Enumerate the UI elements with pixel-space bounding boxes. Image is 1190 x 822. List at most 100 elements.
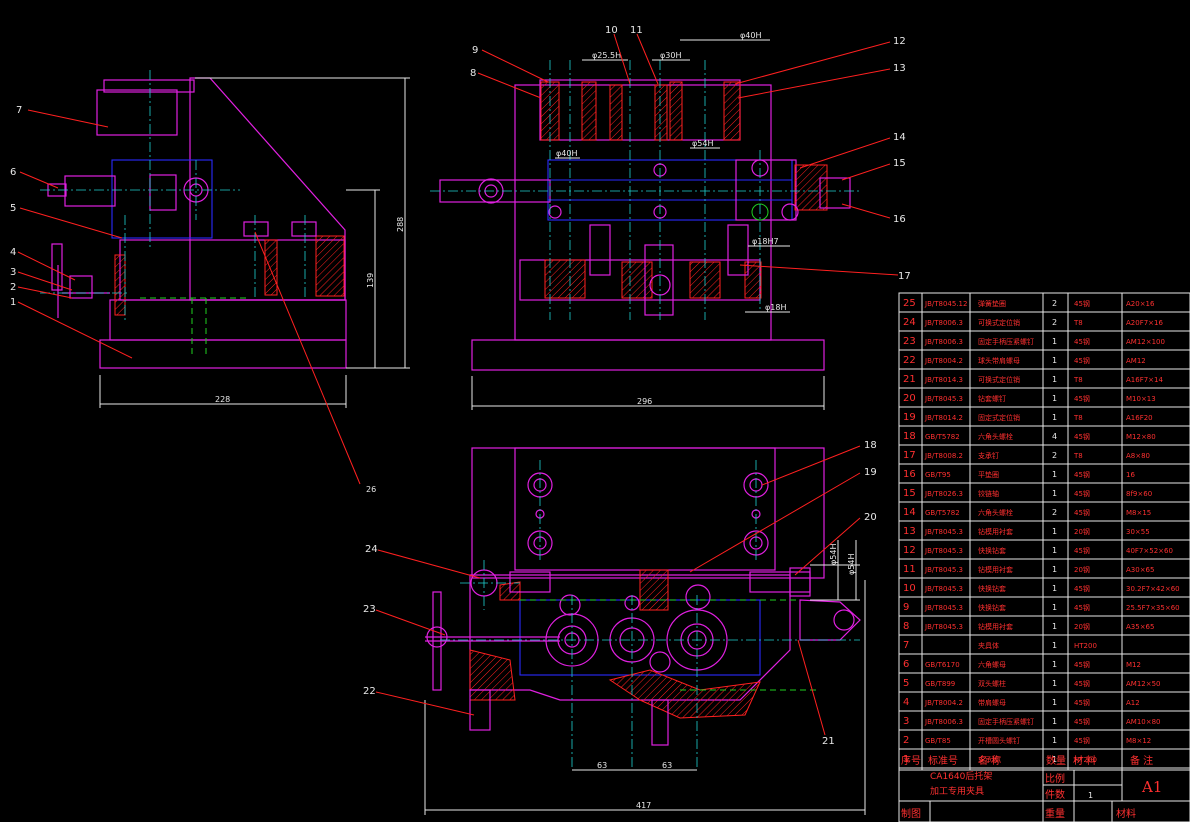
callout-26: 26 [366,485,376,494]
table-cell-qty: 2 [1052,318,1057,327]
table-cell-name: 六角头螺栓 [978,508,1013,517]
title-line-1: CA1640后托架 [930,770,992,782]
top-leaders [477,33,899,276]
table-cell-std: GB/T85 [925,737,951,745]
table-cell-name: 夹具体 [978,641,999,650]
table-cell-note: A16F20 [1126,414,1153,422]
table-cell-qty: 1 [1052,356,1057,365]
callout-7: 7 [16,105,22,116]
table-cell-no: 18 [903,431,916,442]
table-cell-name: 弹簧垫圈 [978,299,1006,308]
callout-19: 19 [864,467,877,478]
table-cell-std: JB/T8045.12 [924,300,967,308]
table-cell-mat: 45钢 [1074,698,1090,707]
table-cell-note: M12 [1126,661,1141,669]
table-cell-no: 5 [903,678,909,689]
table-cell-mat: 45钢 [1074,736,1090,745]
table-cell-qty: 2 [1052,508,1057,517]
table-cell-no: 1 [903,754,909,765]
table-cell-mat: T8 [1073,319,1083,327]
table-cell-no: 23 [903,336,916,347]
table-cell-note: M12×80 [1126,433,1156,441]
table-cell-name: 钻模用衬套 [978,622,1013,631]
sheet-size: A1 [1141,778,1162,796]
dim-pin-2: φ18H [765,303,786,312]
dim-front-width: 296 [637,397,652,406]
table-cell-mat: 45钢 [1074,432,1090,441]
left-leaders [17,109,361,485]
table-cell-note: AM12 [1126,357,1146,365]
table-cell-mat: 45钢 [1074,508,1090,517]
weight-label: 重量 [1045,807,1065,820]
callout-11: 11 [630,25,643,36]
dim-vert-1: φ54H [829,544,838,565]
table-cell-name: 钻模用衬套 [978,527,1013,536]
table-cell-name: 开槽圆头螺钉 [978,736,1020,745]
th-no: 序号 [901,754,921,767]
table-cell-mat: 45钢 [1074,603,1090,612]
table-cell-mat: 45钢 [1074,489,1090,498]
table-cell-qty: 1 [1052,622,1057,631]
callout-12: 12 [893,36,906,47]
callout-20: 20 [864,512,877,523]
table-cell-name: 快换钻套 [978,603,1006,612]
callout-10: 10 [605,25,618,36]
plan-hatch-a [608,669,761,719]
table-cell-qty: 1 [1052,755,1057,764]
table-cell-note: AM12×50 [1126,680,1161,688]
table-cell-no: 9 [903,602,909,613]
table-cell-mat: 45钢 [1074,356,1090,365]
table-cell-std: JB/T8006.3 [924,338,963,346]
table-cell-mat: HT200 [1074,756,1097,764]
table-cell-std: JB/T8045.3 [924,585,963,593]
table-cell-name: 平垫圈 [978,470,999,479]
plan-upper-body [471,447,825,579]
left-base-plate [99,339,347,369]
table-cell-no: 15 [903,488,916,499]
dim-bore-2: φ30H [660,51,681,60]
table-cell-std: JB/T8045.3 [924,566,963,574]
table-cell-qty: 1 [1052,584,1057,593]
table-cell-no: 19 [903,412,916,423]
dim-left-width: 228 [215,395,230,404]
table-cell-std: GB/T5782 [925,433,960,441]
callout-18: 18 [864,440,877,451]
table-cell-qty: 1 [1052,717,1057,726]
material-label: 材料 [1116,807,1136,820]
th-qty: 数量 [1046,754,1066,767]
dim-vert-2: φ54H [847,554,856,575]
left-section-c [315,235,345,297]
callout-3: 3 [10,267,16,278]
table-cell-qty: 1 [1052,603,1057,612]
table-cell-mat: 45钢 [1074,337,1090,346]
dim-pitch-a: 63 [597,761,607,770]
table-cell-name: 铰链轴 [978,489,999,498]
table-cell-no: 24 [903,317,916,328]
table-cell-mat: 20钢 [1074,565,1090,574]
table-cell-name: 快换钻套 [978,584,1006,593]
table-cell-qty: 1 [1052,375,1057,384]
front-drill-plate [547,159,793,221]
table-cell-note: A30×65 [1126,566,1154,574]
table-cell-mat: 45钢 [1074,679,1090,688]
table-cell-no: 4 [903,697,909,708]
hinge-hatch [794,164,828,211]
table-cell-std: GB/T899 [925,680,955,688]
dim-pin: φ18H7 [752,237,779,246]
front-body [514,84,772,341]
table-cell-note: 16 [1126,471,1135,479]
dim-left-height: 288 [396,217,405,232]
dim-total-width: 417 [636,801,651,810]
table-cell-name: 钻套螺钉 [978,394,1006,403]
table-cell-qty: 1 [1052,413,1057,422]
table-cell-mat: 45钢 [1074,394,1090,403]
table-cell-no: 6 [903,659,909,670]
table-cell-mat: 45钢 [1074,470,1090,479]
left-section-a [114,254,126,316]
table-cell-qty: 1 [1052,546,1057,555]
table-cell-std: JB/T8045.3 [924,604,963,612]
table-cell-note: A20×16 [1126,300,1155,308]
table-cell-qty: 1 [1052,527,1057,536]
left-clamp-head [96,89,178,136]
table-cell-no: 12 [903,545,916,556]
